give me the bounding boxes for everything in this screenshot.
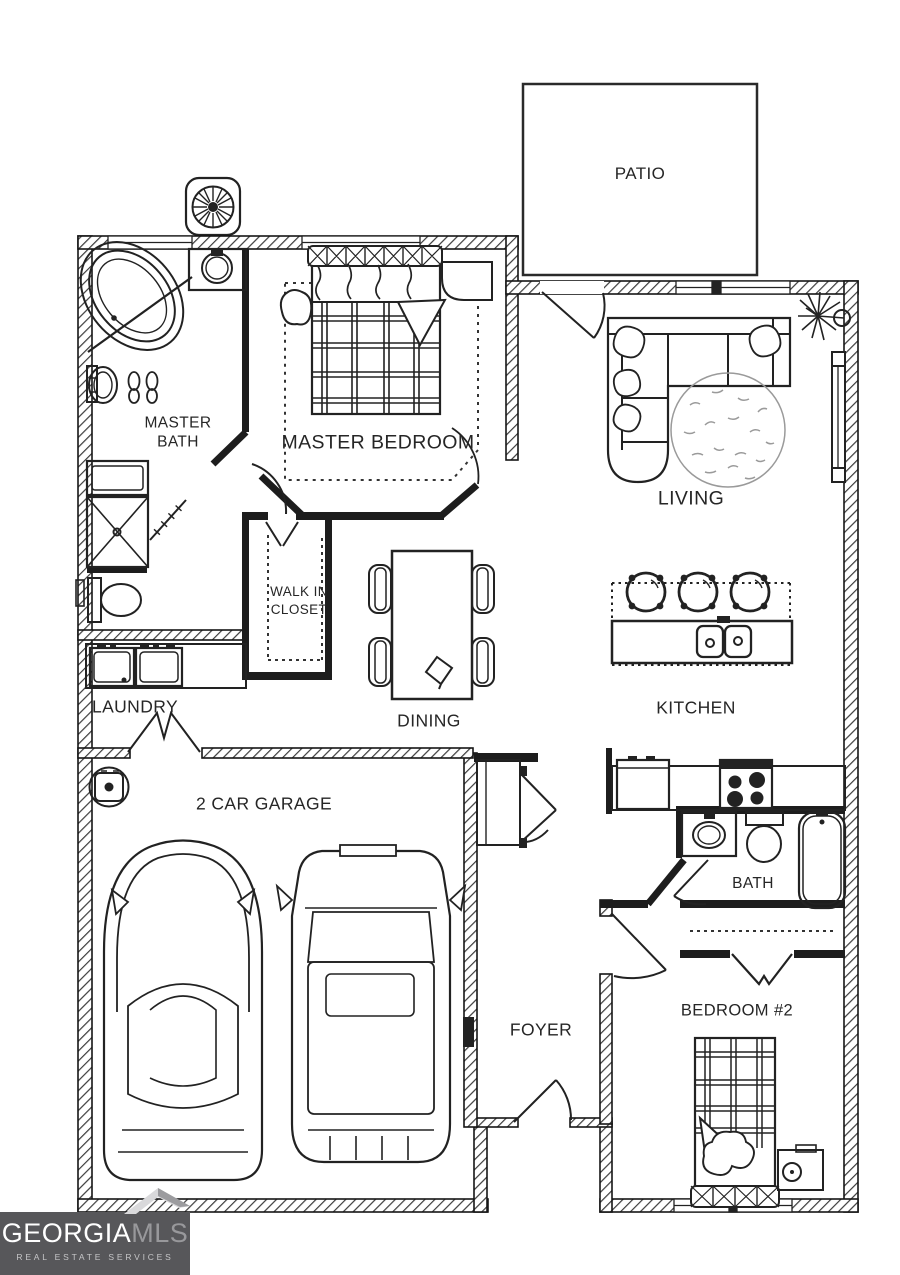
logo-wordmark: GEORGIAMLS: [0, 1220, 190, 1247]
laundry-fixtures: [85, 643, 247, 689]
bedroom2-furniture: [690, 1036, 824, 1208]
master-bedroom-furniture: [279, 245, 493, 481]
roof-icon: [124, 1188, 190, 1214]
label-garage: 2 CAR GARAGE: [195, 793, 333, 814]
window-living: [831, 351, 846, 483]
doors: [127, 281, 709, 1123]
pantry-closet: [476, 759, 527, 848]
label-foyer: FOYER: [509, 1019, 573, 1040]
round-rug: [670, 372, 786, 488]
dining-furniture: [368, 549, 495, 701]
kitchen-fixtures: [610, 571, 846, 811]
label-master-bath: MASTER BATH: [144, 414, 212, 451]
slippers-icon: [127, 371, 159, 404]
plant-icon: [798, 291, 851, 341]
logo-brand2-text: MLS: [131, 1218, 189, 1248]
label-laundry: LAUNDRY: [91, 696, 179, 717]
garage-items: [88, 766, 467, 1182]
label-patio: PATIO: [614, 164, 666, 183]
logo-tagline: REAL ESTATE SERVICES: [16, 1252, 174, 1262]
label-master-bedroom: MASTER BEDROOM: [281, 431, 475, 454]
label-walk-in-closet: WALK IN CLOSET: [270, 583, 328, 617]
island-sink: [695, 616, 753, 659]
label-bath: BATH: [732, 875, 774, 892]
label-bedroom2: BEDROOM #2: [680, 1001, 794, 1020]
georgia-mls-logo: GEORGIAMLS REAL ESTATE SERVICES: [0, 1188, 190, 1275]
refrigerator: [615, 756, 671, 811]
wall-jambs: [210, 429, 687, 907]
bar-stools: [625, 571, 771, 613]
master-bath-fixtures: [75, 241, 248, 623]
living-room-furniture: [606, 316, 846, 488]
car-sports: [102, 839, 264, 1182]
bedroom2-closet: [690, 930, 836, 986]
patio-outline: [521, 82, 759, 277]
hall-bath-fixtures: [680, 809, 847, 910]
nightstand: [777, 1144, 824, 1191]
walk-in-closet-shelving: [267, 535, 323, 661]
sofa-pillows: [612, 324, 782, 433]
stove: [718, 758, 774, 810]
ceiling-fan-icon: [184, 176, 242, 237]
label-living: LIVING: [657, 487, 725, 510]
water-heater-icon: [88, 766, 130, 808]
logo-brand-text: GEORGIA: [1, 1218, 132, 1248]
label-kitchen: KITCHEN: [656, 697, 736, 718]
label-dining: DINING: [397, 710, 461, 731]
car-suv: [275, 844, 467, 1164]
